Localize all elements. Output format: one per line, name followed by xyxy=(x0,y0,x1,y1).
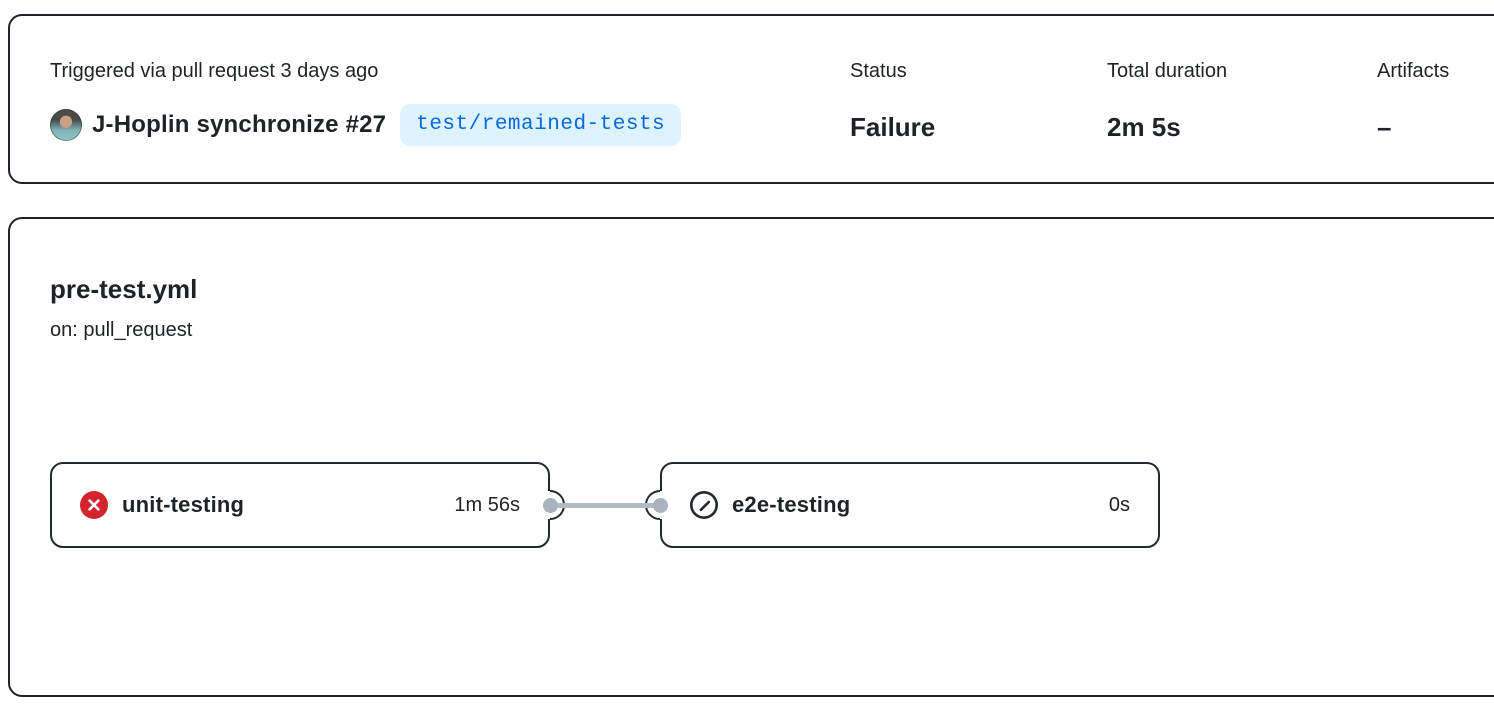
connector-dot xyxy=(653,498,668,513)
status-value: Failure xyxy=(850,112,936,142)
commit-row: J-Hoplin synchronize #27 test/remained-t… xyxy=(50,104,682,146)
job-name: e2e-testing xyxy=(732,492,851,517)
connector-dot xyxy=(543,498,558,513)
job-duration: 1m 56s xyxy=(454,493,520,516)
job-duration: 0s xyxy=(1108,493,1130,516)
x-circle-fill-icon xyxy=(79,490,109,520)
artifacts-label: Artifacts xyxy=(1377,60,1450,82)
commit-line-link[interactable]: J-Hoplin synchronize #27 xyxy=(92,111,387,138)
workflow-graph-card: pre-test.yml on: pull_request unit-testi… xyxy=(8,217,1494,697)
artifacts-value: – xyxy=(1377,112,1392,142)
total-duration-label: Total duration xyxy=(1107,60,1228,82)
workflow-trigger-text: on: pull_request xyxy=(50,319,193,341)
skip-icon xyxy=(690,491,718,519)
triggered-via-text: Triggered via pull request 3 days ago xyxy=(50,60,379,82)
run-summary-card: Triggered via pull request 3 days ago J-… xyxy=(8,14,1494,184)
avatar[interactable] xyxy=(50,109,82,141)
job-node-unit-testing[interactable]: unit-testing 1m 56s xyxy=(50,462,550,548)
job-name: unit-testing xyxy=(122,492,245,517)
branch-badge[interactable]: test/remained-tests xyxy=(400,104,682,146)
connector-line xyxy=(550,503,660,508)
workflow-file-title: pre-test.yml xyxy=(50,274,198,304)
total-duration-value: 2m 5s xyxy=(1107,112,1181,142)
status-label: Status xyxy=(850,60,907,82)
job-node-e2e-testing[interactable]: e2e-testing 0s xyxy=(660,462,1160,548)
